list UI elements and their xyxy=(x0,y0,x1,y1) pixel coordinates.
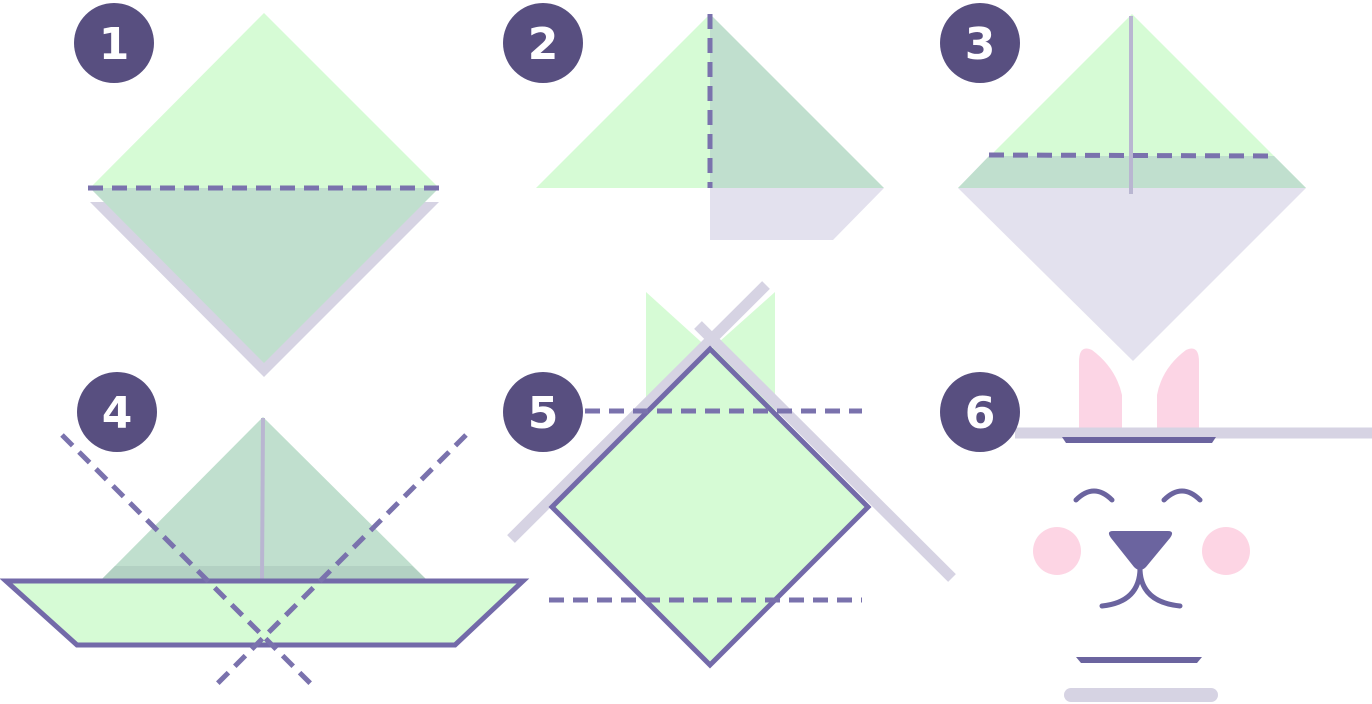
right-eye xyxy=(1161,488,1203,503)
step-4-badge: 4 xyxy=(77,372,157,452)
mouth xyxy=(1099,565,1183,609)
nose xyxy=(1108,531,1173,570)
step-2-left-half xyxy=(536,14,710,188)
step-3-badge: 3 xyxy=(940,3,1020,83)
left-ear xyxy=(1079,348,1122,440)
step-3-number: 3 xyxy=(965,19,996,70)
step-4: 4 xyxy=(0,372,530,687)
chin-edge xyxy=(1076,657,1202,663)
step-4-hull xyxy=(0,578,530,648)
step-6-number: 6 xyxy=(965,388,996,439)
step-5-badge: 5 xyxy=(503,372,583,452)
step-1: 1 xyxy=(74,3,441,377)
step-5-number: 5 xyxy=(528,388,559,439)
step-5: 5 xyxy=(503,281,956,669)
step-2: 2 xyxy=(503,3,884,240)
step-1-number: 1 xyxy=(99,19,130,70)
step-2-right-half xyxy=(710,14,884,188)
step-2-back-flap xyxy=(710,188,884,240)
step-4-fold-line-left xyxy=(60,433,314,687)
right-ear xyxy=(1157,348,1199,440)
step-2-number: 2 xyxy=(528,19,559,70)
step-4-fold-line-right xyxy=(214,433,468,687)
shadow-bar xyxy=(1064,688,1218,702)
step-1-top-half xyxy=(90,13,439,188)
left-eye xyxy=(1073,488,1115,503)
step-4-center-crease xyxy=(260,417,265,581)
step-4-number: 4 xyxy=(102,388,133,439)
step-5-diamond xyxy=(548,345,872,669)
step-5-guide-right xyxy=(694,321,956,582)
step-2-badge: 2 xyxy=(503,3,583,83)
step-3: 3 xyxy=(940,3,1306,361)
right-cheek xyxy=(1202,527,1250,575)
head-top-edge xyxy=(1062,437,1216,443)
step-6-badge: 6 xyxy=(940,372,1020,452)
step-1-badge: 1 xyxy=(74,3,154,83)
step-3-bottom-flap xyxy=(958,188,1306,361)
step-1-bottom-half xyxy=(90,188,439,363)
step-6: 6 xyxy=(940,348,1372,702)
left-cheek xyxy=(1033,527,1081,575)
